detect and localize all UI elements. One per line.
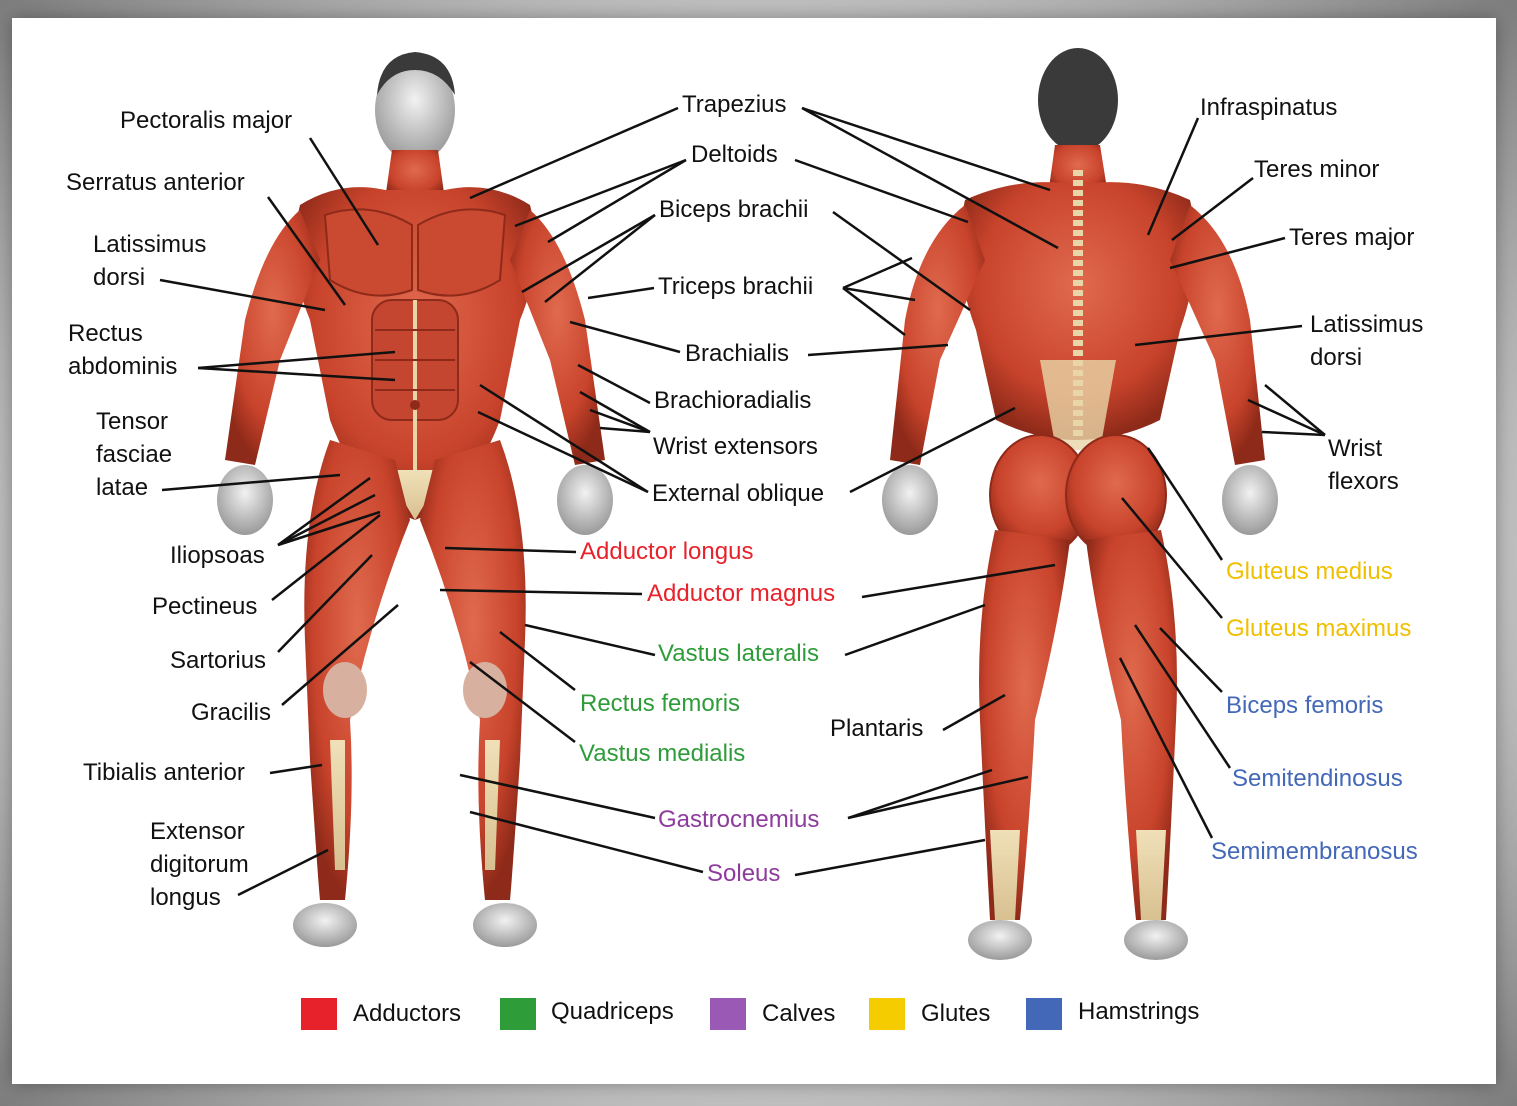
front-figure [217,52,613,947]
label-teres-minor: Teres minor [1254,156,1380,183]
label-adductor-magnus: Adductor magnus [647,580,836,607]
label-vastus-medialis: Vastus medialis [579,740,746,767]
label-pectoralis-major: Pectoralis major [120,107,293,134]
label-tibialis-anterior: Tibialis anterior [83,759,245,786]
leader-lines [159,106,1326,897]
front-left-arm [225,210,320,465]
front-left-hand [217,465,273,535]
label-rectus-femoris: Rectus femoris [580,690,741,717]
label-wrist-extensors: Wrist extensors [653,433,818,460]
label-plantaris: Plantaris [830,715,924,742]
back-left-leg [979,530,1070,920]
label-tensor-fasciae-latae-1: Tensor [96,408,169,435]
legend-label-calves: Calves [762,1000,836,1027]
legend-label-quadriceps: Quadriceps [551,998,674,1025]
label-external-oblique: External oblique [652,480,825,507]
label-latissimus-dorsi-front-2: dorsi [93,264,146,291]
back-right-hand [1222,465,1278,535]
label-infraspinatus: Infraspinatus [1200,94,1338,121]
front-right-hand [557,465,613,535]
legend-swatch-glutes [869,998,905,1030]
back-figure [882,48,1278,960]
label-brachialis: Brachialis [685,340,790,367]
label-tensor-fasciae-latae-2: fasciae [96,441,173,468]
label-wrist-flexors-1: Wrist [1328,435,1383,462]
legend-label-adductors: Adductors [353,1000,462,1027]
label-deltoids: Deltoids [691,141,778,168]
label-biceps-femoris: Biceps femoris [1226,692,1384,719]
label-gracilis: Gracilis [191,699,272,726]
back-head [1038,48,1118,152]
label-wrist-flexors-2: flexors [1328,468,1399,495]
front-right-foot [473,903,537,947]
front-hair [377,52,455,95]
label-pectineus: Pectineus [152,593,258,620]
label-vastus-lateralis: Vastus lateralis [658,640,819,667]
front-right-arm [510,210,605,465]
label-serratus-anterior: Serratus anterior [66,169,245,196]
legend-swatch-adductors [301,998,337,1030]
label-soleus: Soleus [707,860,781,887]
label-extensor-digitorum-1: Extensor [150,818,245,845]
front-head [375,58,455,162]
front-left-foot [293,903,357,947]
label-latissimus-dorsi-front-1: Latissimus [93,231,207,258]
label-gluteus-maximus: Gluteus maximus [1226,615,1412,642]
label-biceps-brachii: Biceps brachii [659,196,809,223]
label-brachioradialis: Brachioradialis [654,387,812,414]
legend-swatch-quadriceps [500,998,536,1030]
back-right-foot [1124,920,1188,960]
label-teres-major: Teres major [1289,224,1415,251]
label-semitendinosus: Semitendinosus [1232,765,1403,792]
label-iliopsoas: Iliopsoas [170,542,265,569]
label-latissimus-dorsi-back-1: Latissimus [1310,311,1424,338]
legend-label-hamstrings: Hamstrings [1078,998,1200,1025]
label-gluteus-medius: Gluteus medius [1226,558,1393,585]
label-tensor-fasciae-latae-3: latae [96,474,149,501]
label-rectus-abdominis-1: Rectus [68,320,143,347]
back-left-hand [882,465,938,535]
label-gastrocnemius: Gastrocnemius [658,806,820,833]
poster [12,18,1496,1084]
label-trapezius: Trapezius [682,91,787,118]
label-adductor-longus: Adductor longus [580,538,754,565]
label-latissimus-dorsi-back-2: dorsi [1310,344,1363,371]
legend-swatch-calves [710,998,746,1030]
legend-label-glutes: Glutes [921,1000,991,1027]
label-sartorius: Sartorius [170,647,267,674]
legend-swatch-hamstrings [1026,998,1062,1030]
label-semimembranosus: Semimembranosus [1211,838,1418,865]
label-extensor-digitorum-2: digitorum [150,851,249,878]
back-right-leg [1086,530,1177,920]
back-left-arm [890,205,985,465]
label-extensor-digitorum-3: longus [150,884,221,911]
label-triceps-brachii: Triceps brachii [658,273,814,300]
label-rectus-abdominis-2: abdominis [68,353,178,380]
back-left-foot [968,920,1032,960]
